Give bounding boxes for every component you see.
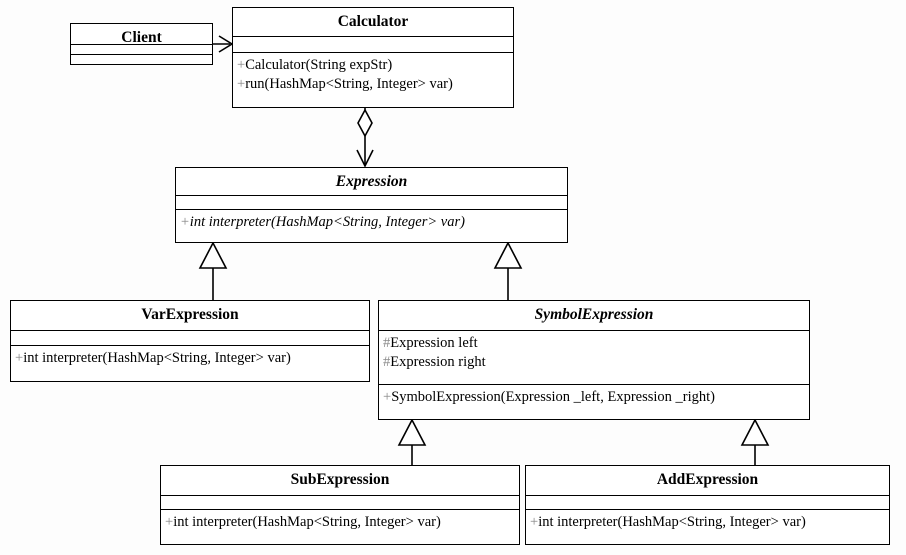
operation-item: +int interpreter(HashMap<String, Integer… (165, 514, 441, 530)
attributes-compartment-expression (176, 196, 567, 209)
compartment-divider (71, 44, 212, 45)
edge-addexpression-symbolexpression (740, 418, 770, 465)
attributes-compartment-addexpression (526, 496, 889, 509)
operations-compartment-subexpression: +int interpreter(HashMap<String, Integer… (161, 510, 519, 544)
attribute-item: #Expression left (383, 335, 478, 351)
compartment-divider (233, 52, 513, 53)
operations-compartment-calculator: +Calculator(String expStr) +run(HashMap<… (233, 53, 513, 107)
class-name-calculator: Calculator (337, 13, 409, 30)
edge-calculator-expression (356, 108, 374, 168)
operation-item: +Calculator(String expStr) (237, 57, 393, 73)
compartment-divider (526, 495, 889, 496)
class-box-subexpression[interactable]: SubExpression +int interpreter(HashMap<S… (160, 465, 520, 545)
attributes-compartment-varexpression (11, 331, 369, 345)
edge-client-calculator (213, 35, 234, 53)
class-box-symbolexpression[interactable]: SymbolExpression #Expression left #Expre… (378, 300, 810, 420)
class-box-varexpression[interactable]: VarExpression +int interpreter(HashMap<S… (10, 300, 370, 382)
operation-item: +int interpreter(HashMap<String, Integer… (180, 214, 465, 230)
attributes-compartment-calculator (233, 37, 513, 52)
compartment-divider (526, 509, 889, 510)
attributes-compartment-client (71, 45, 212, 54)
class-box-addexpression[interactable]: AddExpression +int interpreter(HashMap<S… (525, 465, 890, 545)
compartment-divider (71, 54, 212, 55)
edge-varexpression-expression (198, 241, 228, 300)
attribute-item: #Expression right (383, 353, 486, 370)
operation-item: +int interpreter(HashMap<String, Integer… (15, 350, 291, 366)
compartment-divider (11, 330, 369, 331)
edge-symbolexpression-expression (493, 241, 523, 300)
class-box-expression[interactable]: Expression +int interpreter(HashMap<Stri… (175, 167, 568, 243)
operation-item: +run(HashMap<String, Integer> var) (237, 75, 453, 92)
edge-subexpression-symbolexpression (397, 418, 427, 465)
class-name-varexpression: VarExpression (141, 306, 239, 323)
operations-compartment-addexpression: +int interpreter(HashMap<String, Integer… (526, 510, 889, 544)
operation-item: +SymbolExpression(Expression _left, Expr… (383, 389, 715, 405)
class-name-symbolexpression: SymbolExpression (534, 306, 654, 323)
operations-compartment-expression: +int interpreter(HashMap<String, Integer… (176, 210, 567, 242)
operations-compartment-varexpression: +int interpreter(HashMap<String, Integer… (11, 346, 369, 381)
operations-compartment-client (71, 55, 212, 64)
compartment-divider (161, 495, 519, 496)
compartment-divider (379, 384, 809, 385)
compartment-divider (11, 345, 369, 346)
compartment-divider (233, 36, 513, 37)
class-name-client: Client (121, 29, 162, 44)
class-name-addexpression: AddExpression (656, 471, 759, 488)
class-box-client[interactable]: Client (70, 23, 213, 65)
class-name-subexpression: SubExpression (290, 471, 390, 488)
compartment-divider (176, 195, 567, 196)
compartment-divider (379, 330, 809, 331)
attributes-compartment-symbolexpression: #Expression left #Expression right (379, 331, 809, 384)
class-box-calculator[interactable]: Calculator +Calculator(String expStr) +r… (232, 7, 514, 108)
compartment-divider (176, 209, 567, 210)
class-name-expression: Expression (335, 173, 408, 190)
operations-compartment-symbolexpression: +SymbolExpression(Expression _left, Expr… (379, 385, 809, 419)
compartment-divider (161, 509, 519, 510)
operation-item: +int interpreter(HashMap<String, Integer… (530, 514, 806, 530)
attributes-compartment-subexpression (161, 496, 519, 509)
